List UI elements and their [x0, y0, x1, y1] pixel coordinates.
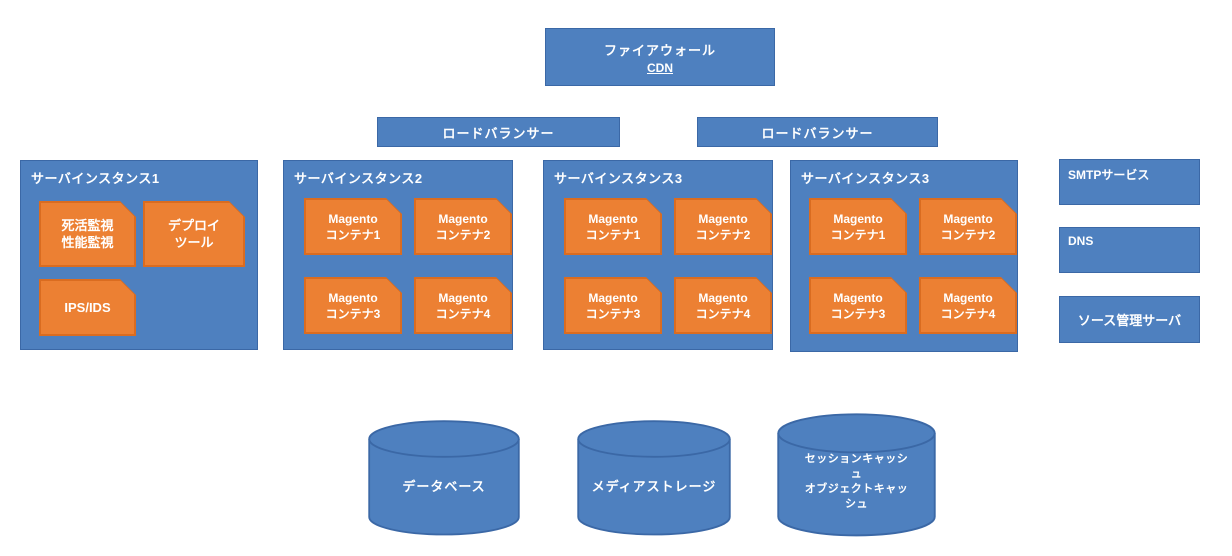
cylinder-shape — [577, 420, 731, 536]
smtp-service-node: SMTPサービス — [1059, 159, 1200, 205]
magento-container-label: Magento コンテナ3 — [325, 290, 381, 321]
firewall-label: ファイアウォール — [603, 42, 716, 58]
media-storage-cylinder: メディアストレージ — [577, 420, 731, 536]
magento-container-label: Magento コンテナ1 — [325, 211, 381, 242]
server-instance-1-title: サーバインスタンス1 — [31, 171, 160, 186]
server-instance-4-title: サーバインスタンス3 — [801, 171, 930, 186]
chip-shape — [416, 200, 511, 254]
cache-cylinder: セッションキャッシ ュ オブジェクトキャッ シュ — [777, 413, 936, 537]
chip-shape — [306, 200, 401, 254]
media-storage-label: メディアストレージ — [591, 478, 717, 494]
database-cylinder: データベース — [368, 420, 520, 536]
magento-container-label: Magento コンテナ2 — [695, 211, 751, 242]
monitoring-chip-label: 死活監視 性能監視 — [61, 218, 114, 250]
magento-container-chip: Magento コンテナ1 — [304, 198, 402, 255]
magento-container-label: Magento コンテナ2 — [940, 211, 996, 242]
chip-shape — [566, 279, 661, 333]
database-label: データベース — [402, 478, 486, 494]
magento-container-label: Magento コンテナ1 — [830, 211, 886, 242]
chip-shape — [416, 279, 511, 333]
magento-container-label: Magento コンテナ4 — [435, 290, 491, 321]
magento-container-chip: Magento コンテナ1 — [809, 198, 907, 255]
magento-container-label: Magento コンテナ4 — [695, 290, 751, 321]
magento-container-chip: Magento コンテナ3 — [809, 277, 907, 334]
magento-container-chip: Magento コンテナ3 — [564, 277, 662, 334]
chip-shape — [566, 200, 661, 254]
magento-container-label: Magento コンテナ4 — [940, 290, 996, 321]
magento-container-chip: Magento コンテナ4 — [919, 277, 1017, 334]
cdn-label: CDN — [647, 60, 673, 75]
deploy-tool-chip-label: デプロイ ツール — [167, 218, 220, 250]
magento-container-label: Magento コンテナ3 — [585, 290, 641, 321]
cache-label: セッションキャッシ ュ オブジェクトキャッ シュ — [804, 453, 909, 510]
chip-shape — [921, 200, 1016, 254]
magento-container-label: Magento コンテナ2 — [435, 211, 491, 242]
deploy-tool-chip: デプロイ ツール — [143, 201, 245, 267]
chip-shape — [811, 279, 906, 333]
server-instance-3: サーバインスタンス3 Magento コンテナ1 Magento コンテナ2 M… — [543, 160, 773, 350]
chip-shape — [676, 279, 771, 333]
chip-shape — [41, 203, 135, 266]
chip-shape — [306, 279, 401, 333]
magento-container-chip: Magento コンテナ2 — [414, 198, 512, 255]
magento-container-label: Magento コンテナ1 — [585, 211, 641, 242]
ips-ids-chip-label: IPS/IDS — [64, 300, 111, 315]
chip-shape — [41, 281, 135, 335]
ips-ids-chip: IPS/IDS — [39, 279, 136, 336]
magento-container-chip: Magento コンテナ4 — [674, 277, 772, 334]
firewall-node: ファイアウォール CDN — [545, 28, 775, 86]
magento-container-chip: Magento コンテナ2 — [919, 198, 1017, 255]
load-balancer-1: ロードバランサー — [377, 117, 620, 147]
magento-container-chip: Magento コンテナ3 — [304, 277, 402, 334]
chip-shape — [145, 203, 244, 266]
magento-container-label: Magento コンテナ3 — [830, 290, 886, 321]
load-balancer-2: ロードバランサー — [697, 117, 938, 147]
chip-shape — [921, 279, 1016, 333]
cylinder-shape — [368, 420, 520, 536]
cylinder-shape — [777, 413, 936, 537]
magento-container-chip: Magento コンテナ2 — [674, 198, 772, 255]
server-instance-2-title: サーバインスタンス2 — [294, 171, 423, 186]
chip-shape — [676, 200, 771, 254]
monitoring-chip: 死活監視 性能監視 — [39, 201, 136, 267]
magento-container-chip: Magento コンテナ1 — [564, 198, 662, 255]
dns-node: DNS — [1059, 227, 1200, 273]
server-instance-2: サーバインスタンス2 Magento コンテナ1 Magento コンテナ2 M… — [283, 160, 513, 350]
server-instance-4: サーバインスタンス3 Magento コンテナ1 Magento コンテナ2 M… — [790, 160, 1018, 352]
source-control-server-node: ソース管理サーバ — [1059, 296, 1200, 343]
magento-container-chip: Magento コンテナ4 — [414, 277, 512, 334]
chip-shape — [811, 200, 906, 254]
server-instance-1: サーバインスタンス1 死活監視 性能監視 デプロイ ツール IPS/IDS — [20, 160, 258, 350]
server-instance-3-title: サーバインスタンス3 — [554, 171, 683, 186]
